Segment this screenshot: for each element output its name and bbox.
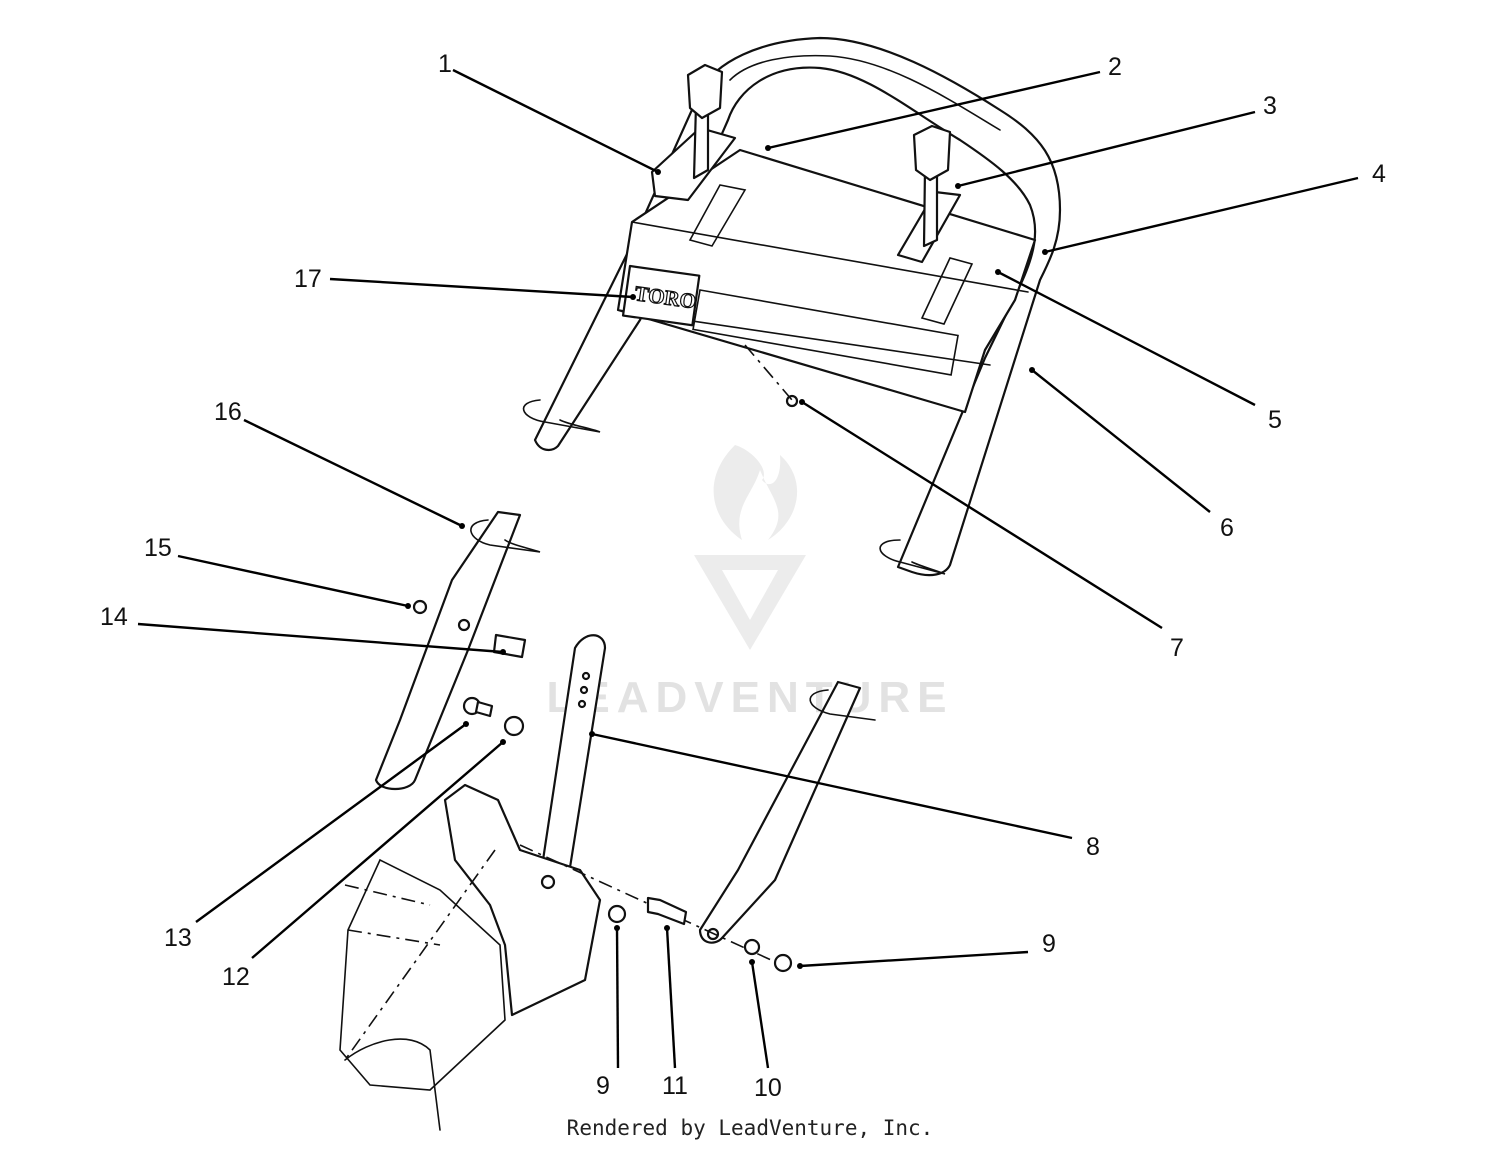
callout-11-number: 11 — [662, 1072, 688, 1100]
callout-11: 11 — [662, 925, 688, 1100]
callout-3-number: 3 — [1263, 92, 1277, 120]
deck-mount-plate — [443, 783, 602, 1017]
lower-handle-right-clip — [809, 689, 876, 721]
flame-icon — [713, 445, 798, 540]
callout-5: 5 — [995, 269, 1282, 434]
callout-9-right-number: 9 — [1042, 930, 1056, 958]
callout-6: 6 — [1029, 367, 1234, 542]
panel-slot-right — [920, 257, 974, 325]
callout-10-number: 10 — [754, 1074, 782, 1102]
washer-part-10 — [743, 938, 761, 956]
axle-centerline — [519, 844, 783, 966]
callout-17: 17 — [294, 265, 636, 300]
washer-part-12 — [503, 715, 525, 737]
control-panel: TORO — [616, 63, 1037, 414]
callout-13-number: 13 — [164, 924, 192, 952]
lower-handle-right-tube — [698, 680, 862, 944]
callout-3: 3 — [955, 92, 1277, 189]
watermark-text: LEADVENTURE — [546, 673, 953, 722]
callout-6-number: 6 — [1220, 514, 1234, 542]
toro-decal — [621, 264, 701, 327]
deck-pivot — [540, 874, 556, 890]
panel-window — [692, 289, 959, 376]
callout-15-number: 15 — [144, 534, 172, 562]
callout-1: 1 — [438, 50, 661, 175]
callout-9-right: 9 — [797, 930, 1056, 969]
leadventure-watermark: LEADVENTURE — [546, 445, 953, 722]
lower-handle-left — [374, 510, 541, 791]
callout-8: 8 — [589, 731, 1100, 861]
deck-lower-edge — [344, 1038, 441, 1131]
bracket-hole-1 — [581, 671, 591, 681]
deck-edge-dash — [344, 884, 441, 946]
bracket-hole-3 — [577, 699, 587, 709]
lower-handle-left-clip — [470, 519, 541, 553]
callout-14-number: 14 — [100, 603, 128, 631]
callout-5-number: 5 — [1268, 406, 1282, 434]
left-lever-knob — [686, 63, 724, 120]
left-tube-clip — [522, 399, 601, 433]
nut-part-9-left — [607, 904, 627, 924]
callout-7: 7 — [799, 399, 1184, 662]
callout-9-left: 9 — [596, 925, 620, 1100]
right-lever-knob — [912, 124, 952, 182]
callout-17-number: 17 — [294, 265, 322, 293]
panel-slot-left — [688, 184, 747, 247]
callout-15: 15 — [144, 534, 411, 609]
stud-part-11 — [646, 896, 688, 926]
v-mark-icon — [694, 555, 806, 650]
callout-16: 16 — [214, 398, 465, 529]
callout-12-number: 12 — [222, 963, 250, 991]
footer-credit: Rendered by LeadVenture, Inc. — [566, 1116, 934, 1140]
mower-deck — [339, 783, 602, 1131]
pin-part-14 — [492, 633, 527, 659]
callout-16-number: 16 — [214, 398, 242, 426]
nut-part-15 — [412, 599, 428, 615]
callout-12: 12 — [222, 739, 506, 991]
callout-labels: 1 2 3 4 5 6 7 8 9 9 10 11 12 13 14 15 16… — [100, 50, 1386, 1102]
bracket-hole-2 — [579, 685, 589, 695]
right-tube-clip — [879, 539, 946, 575]
lower-handle-left-tube — [374, 510, 522, 791]
bolt-part-13-shank — [474, 700, 494, 718]
callout-10: 10 — [749, 959, 782, 1102]
callout-4-number: 4 — [1372, 160, 1386, 188]
callout-7-number: 7 — [1170, 634, 1184, 662]
callout-4: 4 — [1042, 160, 1386, 255]
axle-hardware — [519, 844, 793, 973]
callout-13: 13 — [164, 721, 469, 952]
callout-9-left-number: 9 — [596, 1072, 610, 1100]
callout-2: 2 — [765, 53, 1122, 151]
bolt-hole-left — [457, 618, 471, 632]
callout-2-number: 2 — [1108, 53, 1122, 81]
callout-14: 14 — [100, 603, 506, 655]
callout-1-number: 1 — [438, 50, 452, 78]
panel-nut-axis — [744, 344, 793, 401]
deck-shroud — [339, 858, 506, 1091]
callout-8-number: 8 — [1086, 833, 1100, 861]
deck-axis-dash — [344, 849, 496, 1061]
panel-nut — [785, 394, 799, 408]
nut-part-9-right — [773, 953, 793, 973]
